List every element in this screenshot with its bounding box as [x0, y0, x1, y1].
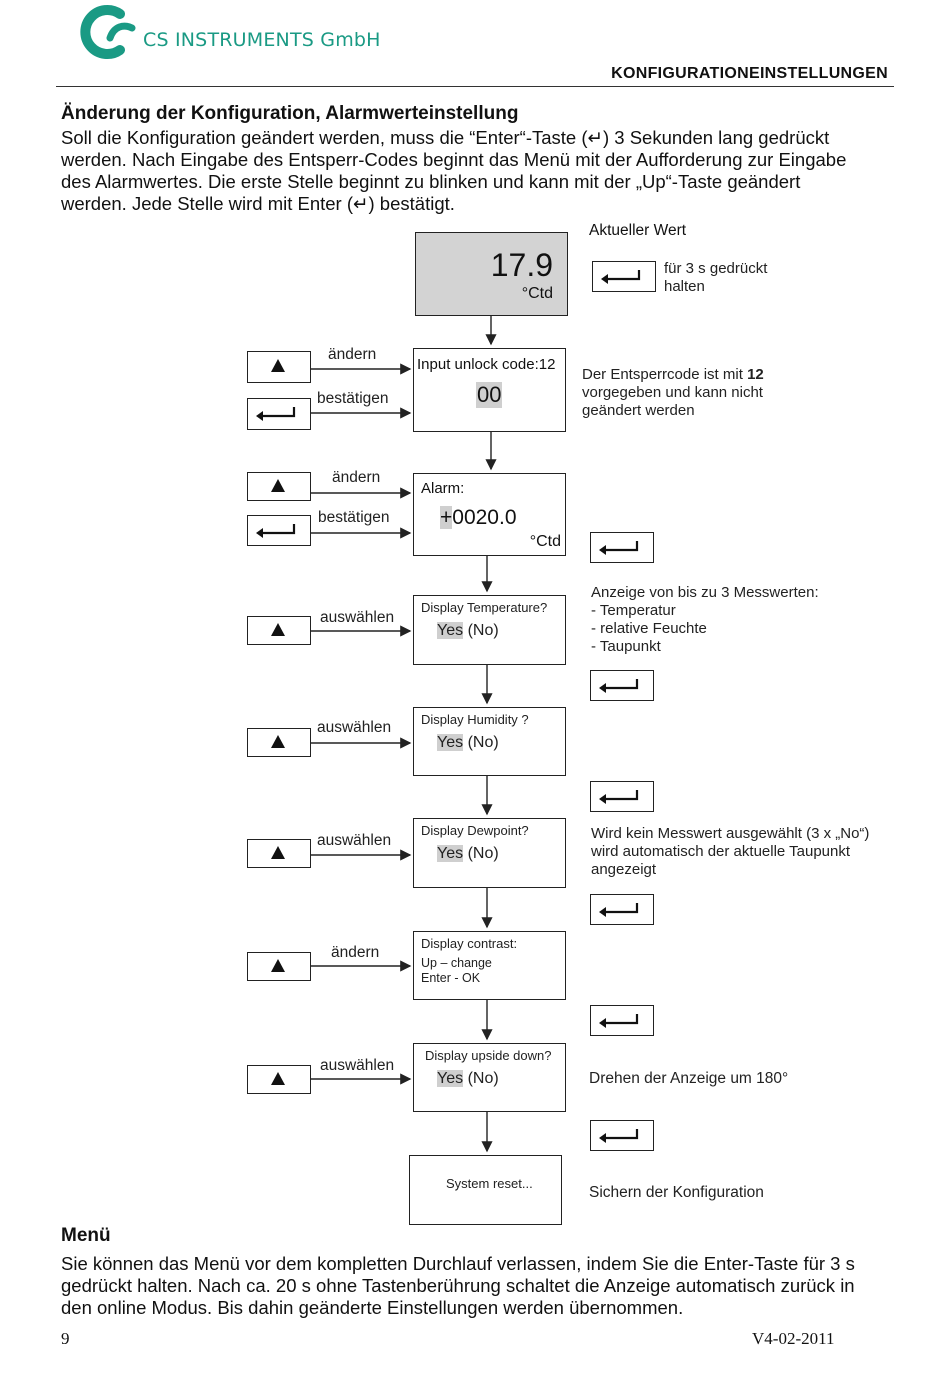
yes-no-choice: Yes (No): [437, 622, 499, 639]
up-arrow-icon: [271, 623, 285, 636]
auswaehlen-label: auswählen: [320, 609, 395, 626]
intro-paragraph: Soll die Konfiguration geändert werden, …: [61, 127, 901, 215]
contrast-line: Up – change: [421, 956, 492, 970]
enter-arrow-icon: [599, 1014, 639, 1028]
up-key[interactable]: [247, 952, 311, 981]
dewpoint-display: Display Dewpoint? Yes (No): [413, 818, 566, 888]
enter-arrow-icon: [599, 679, 639, 693]
alarm-title: Alarm:: [421, 480, 465, 497]
menu-paragraph: Sie können das Menü vor dem kompletten D…: [61, 1253, 911, 1319]
intro-title: Änderung der Konfiguration, Alarmwertein…: [61, 103, 519, 124]
yes-no-choice: Yes (No): [437, 845, 499, 862]
current-value: 17.9: [490, 247, 553, 283]
enter-key[interactable]: [247, 515, 311, 546]
contrast-title: Display contrast:: [421, 936, 518, 951]
unlock-title: Input unlock code:12: [417, 356, 556, 373]
up-arrow-icon: [271, 359, 285, 372]
unlock-value: 00: [476, 382, 503, 408]
enter-arrow-icon: [599, 541, 639, 555]
page-number: 9: [61, 1329, 70, 1348]
enter-key[interactable]: [590, 781, 654, 812]
unlock-display: Input unlock code:12 00: [413, 348, 566, 432]
enter-arrow-icon: [601, 270, 641, 284]
unlock-note: Der Entsperrcode ist mit 12 vorgegeben u…: [582, 366, 764, 419]
up-key[interactable]: [247, 728, 311, 757]
up-key[interactable]: [247, 472, 311, 501]
version-label: V4-02-2011: [752, 1329, 835, 1348]
bestaetigen-label: bestätigen: [317, 390, 389, 407]
aendern-label: ändern: [331, 944, 380, 961]
enter-key[interactable]: [590, 1120, 654, 1151]
yes-no-choice: Yes (No): [437, 1070, 499, 1087]
company-name: CS INSTRUMENTS GmbH: [143, 29, 381, 51]
menu-title: Menü: [61, 1225, 111, 1246]
intro-line: des Alarmwertes. Die erste Stelle beginn…: [61, 171, 801, 192]
menu-line: gedrückt halten. Nach ca. 20 s ohne Tast…: [61, 1275, 855, 1296]
rotate-note: Drehen der Anzeige um 180°: [589, 1070, 789, 1087]
alarm-value: +0020.0: [440, 506, 517, 529]
enter-arrow-icon: [256, 524, 296, 538]
enter-key[interactable]: [592, 261, 656, 292]
enter-arrow-icon: [256, 407, 296, 421]
section-title: KONFIGURATIONEINSTELLUNGEN: [611, 65, 888, 82]
up-key[interactable]: [247, 351, 311, 383]
current-value-display: 17.9 °Ctd: [415, 232, 568, 316]
no-measure-note: Wird kein Messwert ausgewählt (3 x „No“)…: [591, 825, 870, 878]
menu-line: Sie können das Menü vor dem kompletten D…: [61, 1253, 855, 1274]
up-key[interactable]: [247, 1065, 311, 1094]
enter-arrow-icon: [599, 790, 639, 804]
auswaehlen-label: auswählen: [320, 1057, 395, 1074]
auswaehlen-label: auswählen: [317, 719, 392, 736]
menu-line: den online Modus. Bis dahin geänderte Ei…: [61, 1297, 684, 1318]
up-arrow-icon: [271, 735, 285, 748]
alarm-unit: °Ctd: [529, 533, 561, 550]
aktueller-wert-label: Aktueller Wert: [589, 222, 687, 239]
aendern-label: ändern: [332, 469, 381, 486]
temperature-display: Display Temperature? Yes (No): [413, 595, 566, 665]
upside-title: Display upside down?: [425, 1048, 552, 1063]
enter-arrow-icon: [599, 903, 639, 917]
intro-line: werden. Jede Stelle wird mit Enter (↵) b…: [61, 193, 455, 214]
up-arrow-icon: [271, 479, 285, 492]
bestaetigen-label: bestätigen: [318, 509, 390, 526]
header-rule: [56, 86, 894, 87]
up-key[interactable]: [247, 839, 311, 868]
up-arrow-icon: [271, 1072, 285, 1085]
contrast-display: Display contrast: Up – change Enter - OK: [413, 931, 566, 1000]
enter-key[interactable]: [590, 532, 654, 563]
current-unit: °Ctd: [521, 285, 553, 302]
upside-down-display: Display upside down? Yes (No): [413, 1043, 566, 1112]
up-key[interactable]: [247, 616, 311, 645]
intro-line: werden. Nach Eingabe des Entsperr-Codes …: [61, 149, 847, 170]
up-arrow-icon: [271, 846, 285, 859]
humidity-title: Display Humidity ?: [421, 712, 529, 727]
humidity-display: Display Humidity ? Yes (No): [413, 707, 566, 776]
enter-key[interactable]: [590, 894, 654, 925]
save-note: Sichern der Konfiguration: [589, 1184, 764, 1201]
temp-title: Display Temperature?: [421, 600, 548, 615]
hold-note: für 3 s gedrückt halten: [664, 260, 768, 295]
enter-key[interactable]: [590, 1005, 654, 1036]
alarm-display: Alarm: +0020.0 °Ctd: [413, 473, 566, 556]
measure-note: Anzeige von bis zu 3 Messwerten: - Tempe…: [591, 584, 819, 655]
reset-display: System reset...: [409, 1155, 562, 1225]
auswaehlen-label: auswählen: [317, 832, 392, 849]
yes-no-choice: Yes (No): [437, 734, 499, 751]
intro-line: Soll die Konfiguration geändert werden, …: [61, 127, 830, 148]
company-logo: [80, 4, 140, 60]
aendern-label: ändern: [328, 346, 377, 363]
reset-title: System reset...: [446, 1176, 533, 1191]
dewpoint-title: Display Dewpoint?: [421, 823, 529, 838]
up-arrow-icon: [271, 959, 285, 972]
enter-key[interactable]: [247, 398, 311, 430]
contrast-line: Enter - OK: [421, 971, 481, 985]
enter-key[interactable]: [590, 670, 654, 701]
enter-arrow-icon: [599, 1129, 639, 1143]
